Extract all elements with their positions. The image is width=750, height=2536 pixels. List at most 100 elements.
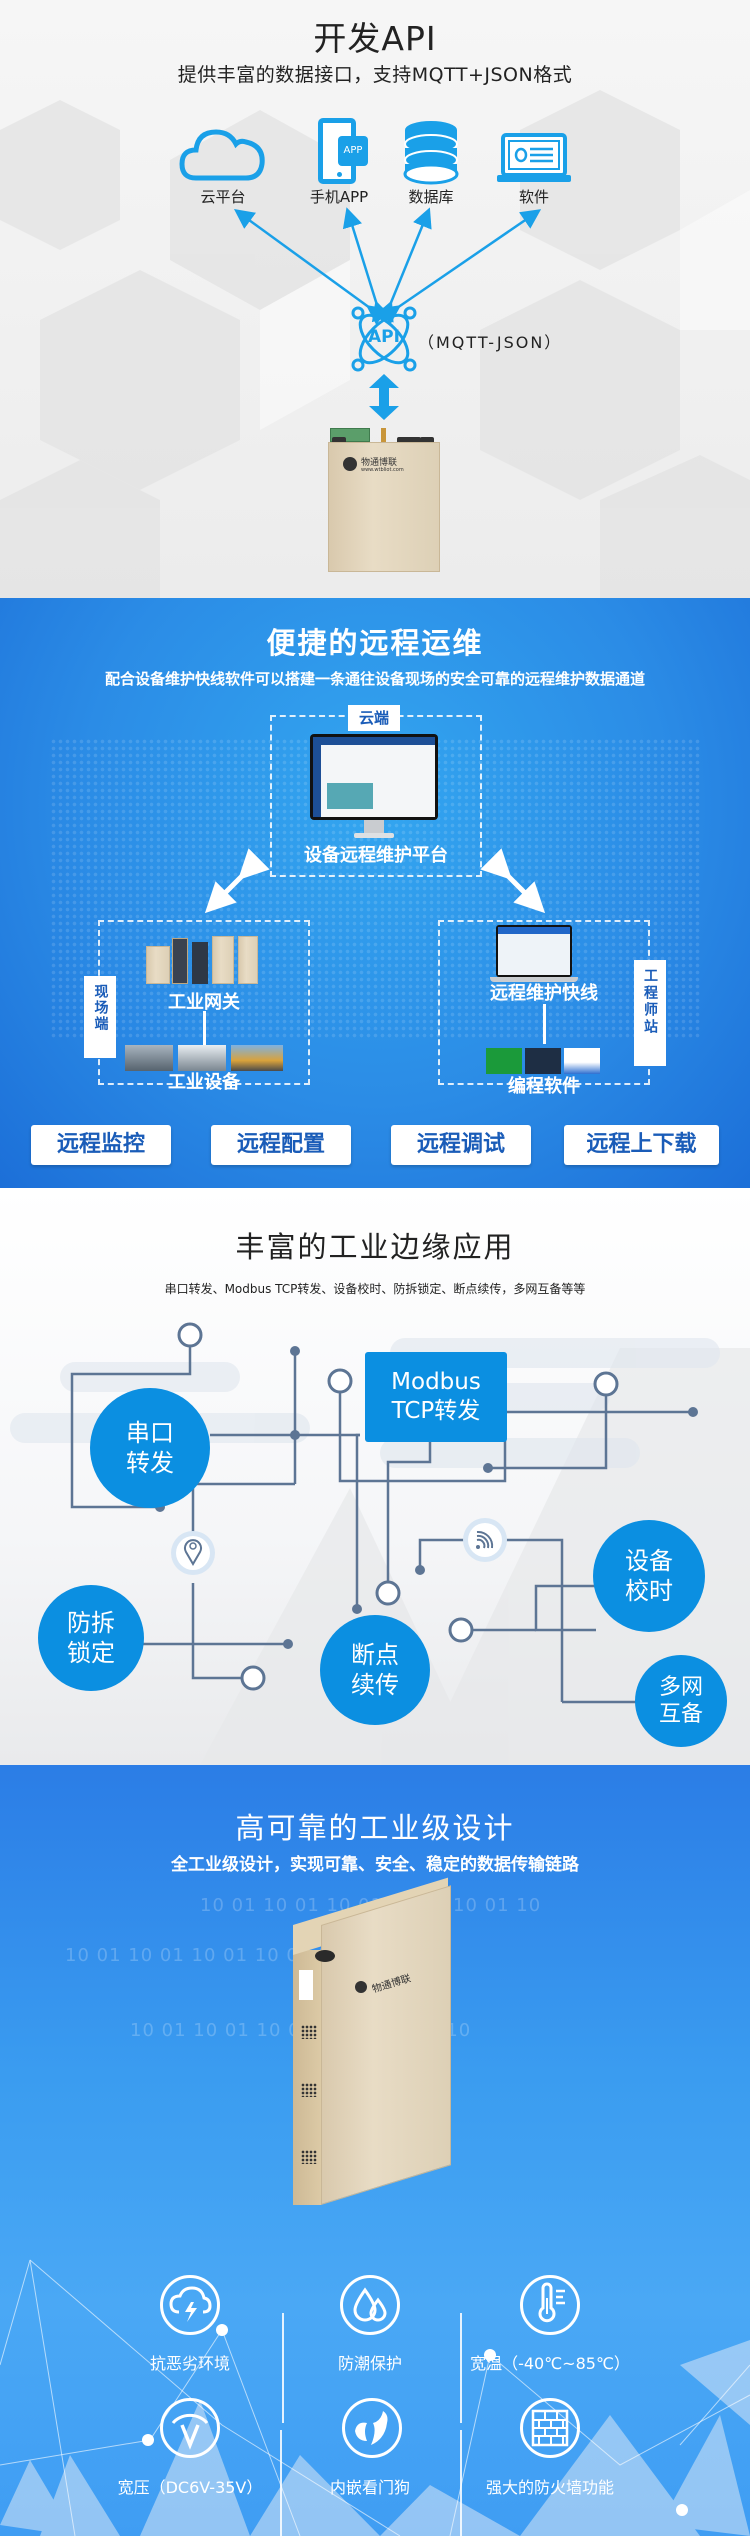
circuit-node-dot bbox=[415, 1565, 425, 1575]
antenna-connector bbox=[381, 428, 386, 444]
target-label-cloud: 云平台 bbox=[200, 188, 246, 206]
circuit-node-dot bbox=[352, 1604, 362, 1614]
feature-bubble-antitamper: 防拆锁定 bbox=[38, 1585, 144, 1691]
app-badge: APP bbox=[338, 136, 368, 166]
database-icon bbox=[403, 121, 459, 185]
protocol-label: （MQTT-JSON） bbox=[418, 333, 563, 352]
feature-bubble-resume: 断点续传 bbox=[320, 1615, 430, 1725]
cloud-link-arrows bbox=[204, 848, 546, 914]
device-url: www.wtbliot.com bbox=[361, 467, 404, 473]
bubble-line: 互备 bbox=[658, 1702, 703, 1727]
feature-label-wide-temp: 宽温（-40℃~85℃） bbox=[470, 2354, 630, 2373]
feature-bubble-multinet: 多网互备 bbox=[635, 1655, 727, 1747]
circuit-node-ring bbox=[177, 1322, 203, 1348]
storm-cloud-icon bbox=[160, 2275, 220, 2335]
monitor-image bbox=[310, 734, 438, 846]
network-node-dot bbox=[216, 2324, 228, 2336]
equipment-label: 工业设备 bbox=[168, 1072, 240, 1093]
cloud-platform-label: 设备远程维护平台 bbox=[304, 845, 448, 866]
field-tag-text: 现场端 bbox=[92, 984, 109, 1032]
remote-config-button[interactable]: 远程配置 bbox=[211, 1125, 351, 1165]
software-label: 编程软件 bbox=[508, 1076, 580, 1097]
feature-label-moisture: 防潮保护 bbox=[337, 2354, 402, 2373]
target-label-database: 数据库 bbox=[408, 188, 454, 206]
column-divider bbox=[282, 2313, 284, 2423]
firewall-icon bbox=[520, 2398, 580, 2458]
software-image-2 bbox=[525, 1048, 561, 1074]
column-divider bbox=[280, 2430, 282, 2536]
target-label-app: 手机APP bbox=[309, 188, 369, 206]
box-line: TCP转发 bbox=[391, 1398, 481, 1424]
remote-debug-button[interactable]: 远程调试 bbox=[391, 1125, 531, 1165]
equipment-image-3 bbox=[231, 1045, 283, 1071]
network-node-dot bbox=[484, 2349, 496, 2361]
wireless-signal-icon bbox=[463, 1518, 507, 1562]
connection-arrows bbox=[233, 207, 542, 325]
box-line: Modbus bbox=[391, 1369, 481, 1396]
target-label-software: 软件 bbox=[518, 188, 549, 206]
circuit-node-dot bbox=[688, 1407, 698, 1417]
circuit-node-ring bbox=[448, 1617, 474, 1643]
network-node-dot bbox=[676, 2504, 688, 2516]
circuit-node-ring bbox=[593, 1371, 619, 1397]
feature-label-harsh-env: 抗恶劣环境 bbox=[149, 2354, 230, 2373]
feature-label-wide-voltage: 宽压（DC6V-35V） bbox=[117, 2478, 263, 2497]
thermometer-icon bbox=[520, 2275, 580, 2335]
circuit-lines bbox=[70, 1322, 698, 1704]
circuit-node-dot bbox=[290, 1346, 300, 1356]
bubble-line: 续传 bbox=[351, 1671, 399, 1699]
api-section-title: 开发API bbox=[313, 19, 437, 58]
column-divider bbox=[460, 2430, 462, 2536]
bubble-line: 串口 bbox=[126, 1419, 174, 1447]
equipment-image-1 bbox=[125, 1045, 173, 1071]
circuit-node-dot bbox=[483, 1463, 493, 1473]
section-edge-applications: 丰富的工业边缘应用 串口转发、Modbus TCP转发、设备校时、防拆锁定、断点… bbox=[0, 1188, 750, 1765]
engineer-tag: 工程师站 bbox=[634, 960, 666, 1066]
circuit-node-ring bbox=[375, 1580, 401, 1606]
remote-upload-download-button[interactable]: 远程上下载 bbox=[564, 1125, 719, 1165]
client-label: 远程维护快线 bbox=[490, 983, 598, 1004]
feature-label-firewall: 强大的防火墙功能 bbox=[485, 2478, 614, 2497]
gateway-devices-image bbox=[146, 936, 264, 988]
equipment-image-2 bbox=[178, 1045, 226, 1071]
bubble-line: 防拆 bbox=[67, 1609, 115, 1637]
bubble-line: 锁定 bbox=[67, 1639, 115, 1667]
arrow-cloud bbox=[233, 209, 389, 325]
cloud-tag: 云端 bbox=[348, 705, 400, 731]
api-icon bbox=[351, 306, 417, 372]
arrow-cloud-to-engineer bbox=[480, 848, 546, 914]
gateway-link-arrow bbox=[203, 1011, 206, 1047]
laptop-icon bbox=[497, 133, 571, 182]
edge-section-title: 丰富的工业边缘应用 bbox=[235, 1230, 515, 1264]
edge-section-subtitle: 串口转发、Modbus TCP转发、设备校时、防拆锁定、断点续传，多网互备等等 bbox=[164, 1282, 586, 1296]
device-brand: 物通博联 bbox=[361, 458, 398, 468]
feature-bubble-serial: 串口转发 bbox=[90, 1388, 210, 1508]
gateway-device-image: 物通博联 www.wtbliot.com bbox=[328, 442, 440, 572]
api-section-subtitle: 提供丰富的数据接口，支持MQTT+JSON格式 bbox=[177, 64, 573, 86]
low-poly-background bbox=[0, 2259, 750, 2536]
arrow-software bbox=[378, 209, 542, 325]
brand-logo-icon bbox=[343, 457, 357, 471]
water-drops-icon bbox=[340, 2275, 400, 2335]
device-port bbox=[420, 437, 434, 444]
circuit-node-dot bbox=[290, 1430, 300, 1440]
remote-monitor-button[interactable]: 远程监控 bbox=[31, 1125, 171, 1165]
laptop-image bbox=[490, 925, 578, 985]
arrow-cloud-to-field bbox=[204, 848, 270, 914]
section-develop-api: 开发API 提供丰富的数据接口，支持MQTT+JSON格式 云平台 APP 手机… bbox=[0, 0, 750, 598]
gateway-label: 工业网关 bbox=[168, 992, 240, 1013]
network-node-dot bbox=[142, 2434, 154, 2446]
industrial-section-title: 高可靠的工业级设计 bbox=[235, 1811, 515, 1845]
bubble-line: 转发 bbox=[126, 1449, 174, 1477]
feature-label-watchdog: 内嵌看门狗 bbox=[329, 2478, 410, 2497]
bidirectional-arrow-icon bbox=[369, 374, 399, 420]
bubble-line: 多网 bbox=[658, 1674, 703, 1700]
section-industrial-design: 高可靠的工业级设计 全工业级设计，实现可靠、安全、稳定的数据传输链路 10 01… bbox=[0, 1765, 750, 2536]
field-tag: 现场端 bbox=[84, 976, 116, 1058]
client-link-arrow bbox=[543, 1004, 546, 1044]
watchdog-icon bbox=[342, 2398, 402, 2458]
api-badge-text: API bbox=[368, 327, 400, 347]
column-divider bbox=[460, 2313, 462, 2423]
industrial-section-subtitle: 全工业级设计，实现可靠、安全、稳定的数据传输链路 bbox=[171, 1855, 579, 1875]
